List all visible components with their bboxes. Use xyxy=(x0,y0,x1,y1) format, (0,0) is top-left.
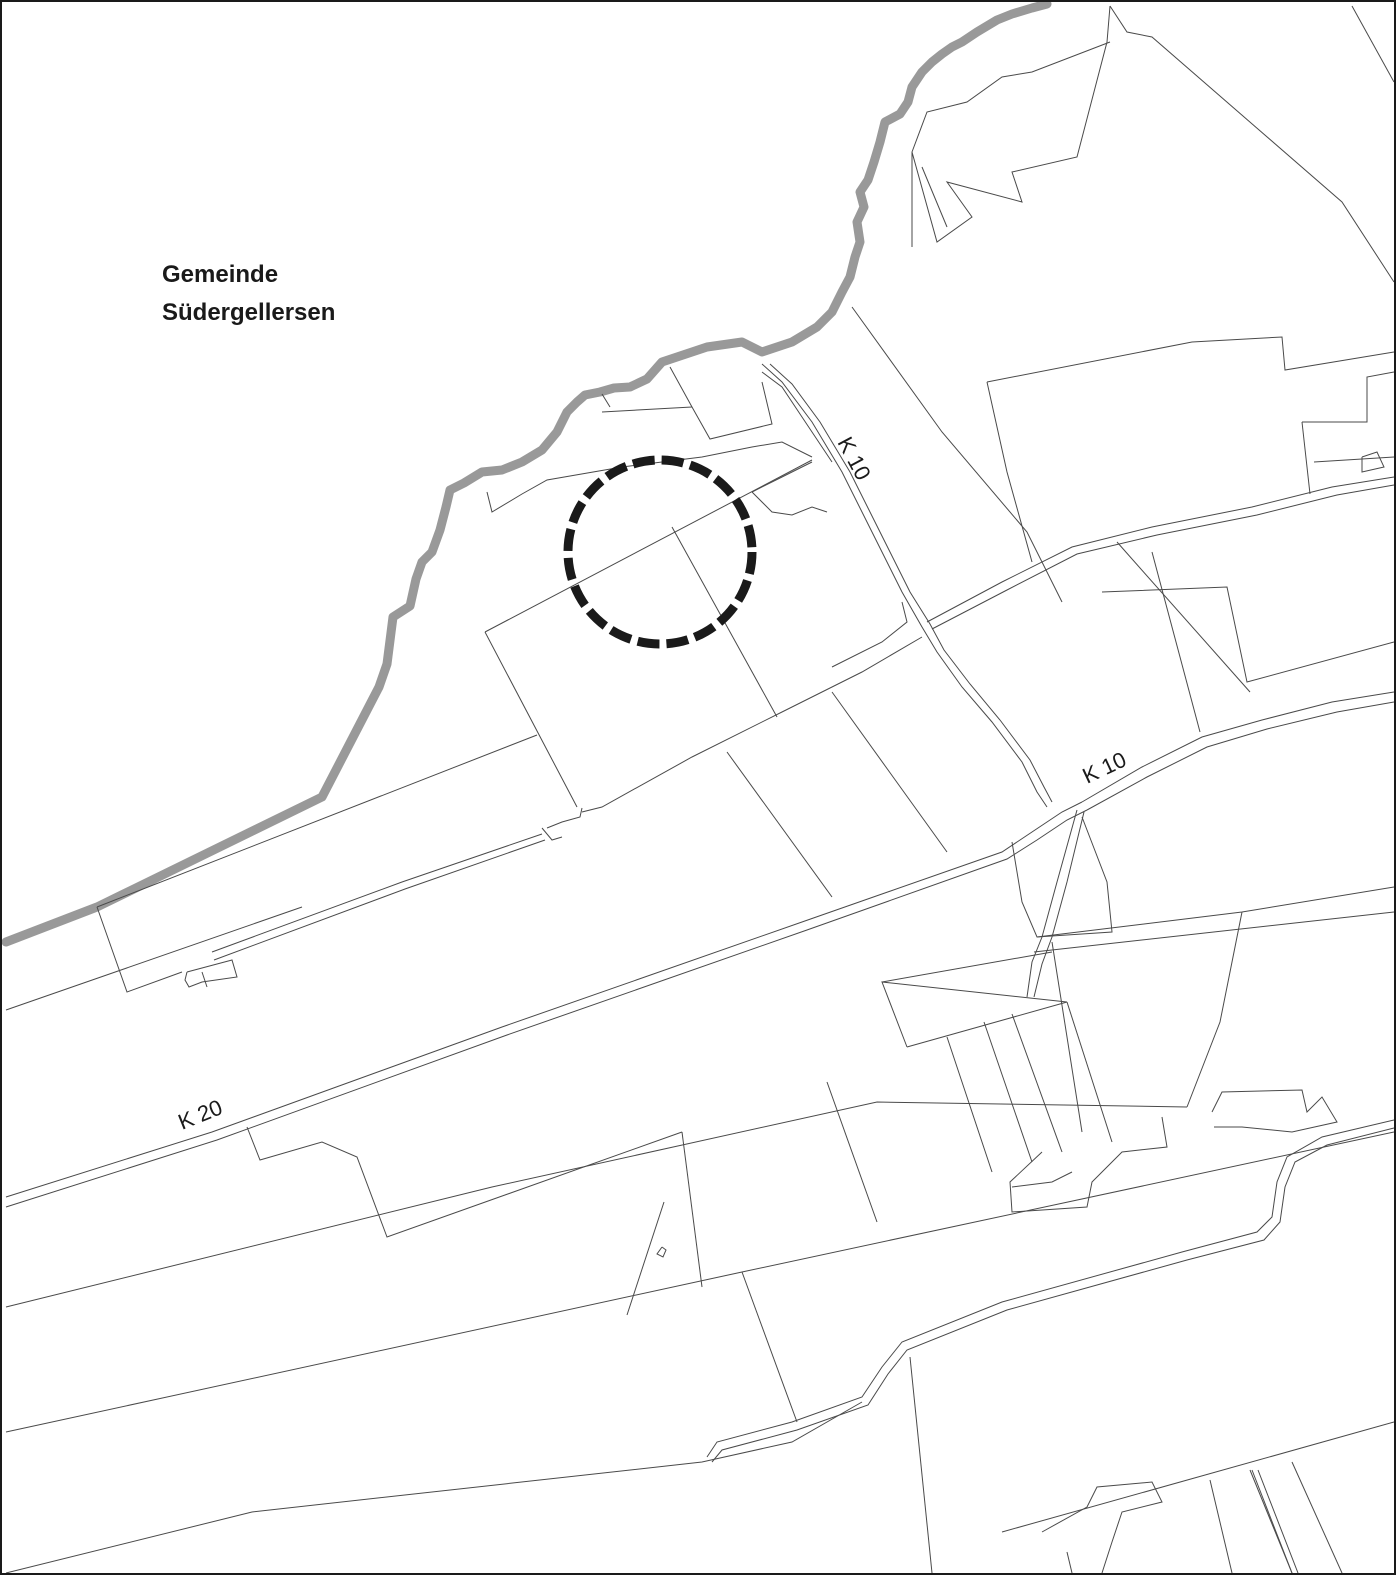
track-southwest xyxy=(581,636,923,813)
track-bottom-right-b xyxy=(1257,1469,1299,1573)
track-south-a xyxy=(1026,809,1078,998)
track-lower-right-a xyxy=(706,1119,1394,1458)
road-k10-north-outline-a xyxy=(761,363,1048,808)
municipality-boundary-line xyxy=(2,2,1052,947)
road-k20-outline-b xyxy=(5,809,1088,1208)
municipality-label-line2: Südergellersen xyxy=(162,299,335,326)
parcel-lines xyxy=(5,5,1394,1573)
road-k10-north-outline-b xyxy=(769,363,1053,803)
road-east-outline-a xyxy=(926,476,1394,623)
track-lower-left-b xyxy=(213,839,546,961)
track-southwest-curve xyxy=(831,601,908,668)
municipality-label-line1: Gemeinde xyxy=(162,261,278,288)
road-label-k20: K 20 xyxy=(175,1094,226,1134)
road-k10-north-inner xyxy=(761,371,833,463)
road-k20-outline-a xyxy=(5,801,1083,1198)
road-k10-east-outline-b xyxy=(1086,701,1394,811)
track-lower-left xyxy=(211,833,543,953)
track-south-b xyxy=(1033,811,1085,998)
track-lower-right-b xyxy=(711,1127,1394,1463)
road-label-k10-east: K 10 xyxy=(1079,747,1131,789)
site-marker-circle xyxy=(563,455,757,649)
road-label-k10-north: K 10 xyxy=(833,433,876,485)
road-east-outline-b xyxy=(931,484,1394,630)
track-bottom-right-a xyxy=(1251,1469,1293,1573)
roads xyxy=(5,363,1394,1573)
road-k10-east-outline-a xyxy=(1081,691,1394,803)
